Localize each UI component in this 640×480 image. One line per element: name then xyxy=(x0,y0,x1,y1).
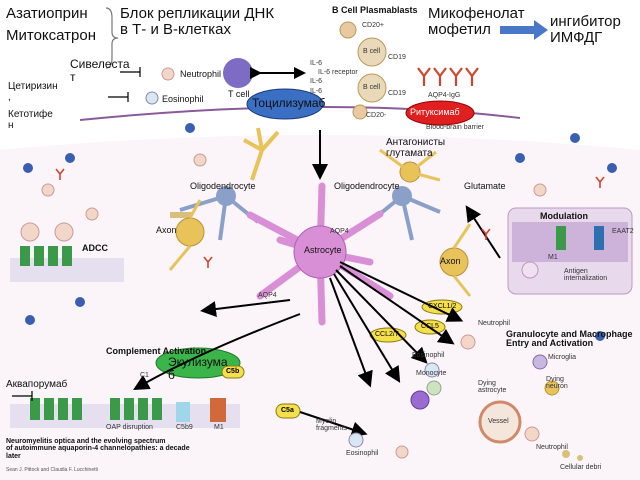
cd19-label: CD19 xyxy=(388,54,406,61)
ccl27-label: CCL2/7 xyxy=(375,331,399,338)
vessel-label: Vessel xyxy=(488,418,509,425)
myelin-fragments-label: Myelin fragments xyxy=(316,418,348,433)
astrocyte-label: Astrocyte xyxy=(304,245,342,255)
adcc-label: ADCC xyxy=(82,243,108,253)
c5b-badge xyxy=(221,365,245,379)
eosinophil-label: Eosinophil xyxy=(162,94,204,104)
eaat2-label: EAAT2 xyxy=(612,228,634,235)
plasmablast-icon xyxy=(352,104,368,120)
antibody-icon xyxy=(55,168,605,268)
eosinophil-icon xyxy=(145,91,159,105)
citation-title: Neuromyelitis optica and the evolving sp… xyxy=(6,438,190,460)
dna-block-label: Блок репликации ДНК в Т- и В-клетках xyxy=(120,5,275,38)
glutamate-antagonists-label: Антагонисты глутамата xyxy=(386,137,446,159)
cd20-minus-label: CD20- xyxy=(366,112,387,119)
neutrophil-icon xyxy=(161,67,175,81)
monocyte-label: Monocyte xyxy=(416,370,447,377)
neutrophil-label: Neutrophil xyxy=(536,444,568,451)
axon-label: Axon xyxy=(156,225,177,235)
complement-activation-label: Complement Activation xyxy=(106,346,207,356)
eosinophil-label: Eosinophil xyxy=(412,352,445,359)
cd19-label: CD19 xyxy=(388,90,406,97)
brace-icon xyxy=(105,7,119,69)
chemokine-arrows xyxy=(133,130,501,438)
modulation-label: Modulation xyxy=(540,211,588,221)
dendrite-tree-icon xyxy=(243,127,280,181)
eosinophil-label: Eosinophil xyxy=(346,450,379,457)
dying-astrocyte-label: Dying astrocyte xyxy=(478,380,507,395)
modulation-panel xyxy=(507,207,633,295)
neutrophil-label: Neutrophil xyxy=(478,320,510,327)
b-cell-icon xyxy=(357,73,387,103)
c1-label: C1 xyxy=(140,372,149,379)
b-cell-plasmablasts-label: B Cell Plasmablasts xyxy=(332,5,418,15)
plasmablast-icon xyxy=(339,21,357,39)
dying-neuron-label: Dying neuron xyxy=(546,376,568,391)
mycophenolate-label: Микофенолат мофетил xyxy=(428,5,525,38)
axon-label: Axon xyxy=(440,256,461,266)
b-cell-icon xyxy=(357,37,387,67)
bbb-label: Blood-brain barrier xyxy=(426,124,484,131)
t-cell-icon xyxy=(223,58,253,88)
cetirizine-label: Цетиризин , xyxy=(8,81,58,103)
c5a-label: C5a xyxy=(281,407,294,414)
azathioprine-label: Азатиоприн xyxy=(6,5,88,22)
astrocyte-icon xyxy=(246,182,394,326)
cd20-plus-label: CD20+ xyxy=(362,22,384,29)
tocilizumab-label: Тоцилизумаб xyxy=(252,96,326,110)
eculizumab-label: Экулизума б xyxy=(168,355,228,382)
neutrophil-label: Neutrophil xyxy=(180,69,222,79)
cellular-debris-label: Cellular debri xyxy=(560,464,602,471)
rituximab-badge xyxy=(405,100,475,126)
axon-icon xyxy=(439,223,472,297)
il6-label: IL-6 xyxy=(310,78,323,85)
scattered-cells xyxy=(23,123,617,341)
ketotifen-label: Кетотифе н xyxy=(8,109,53,131)
aqp4-label: AQP4 xyxy=(258,292,277,299)
neuron-icon xyxy=(379,148,441,183)
antigen-internalization-label: Antigen internalization xyxy=(564,268,608,283)
m1-label: M1 xyxy=(548,254,558,261)
tocilizumab-badge xyxy=(246,88,324,120)
il6-label: IL-6 xyxy=(310,88,323,95)
eculizumab-badge xyxy=(155,347,241,379)
adcc-panel xyxy=(10,222,124,282)
sivelestat-label: Сивелеста т xyxy=(70,57,130,84)
cxcl12-label: CXCL1/2 xyxy=(428,303,457,310)
axon-icon xyxy=(168,199,205,271)
c5b-label: C5b xyxy=(226,368,240,375)
mitoxantrone-label: Митоксатрон xyxy=(6,27,96,44)
glutamate-label: Glutamate xyxy=(464,181,506,191)
oligodendrocyte-label: Oligodendrocyte xyxy=(334,181,400,191)
inflammatory-cells xyxy=(348,334,583,461)
aqp4-label: AQP4 xyxy=(330,228,349,235)
antibody-icon xyxy=(417,67,479,86)
il6-receptor-label: IL-6 receptor xyxy=(318,69,358,76)
complement-panel xyxy=(10,398,240,428)
citation-authors: Sean J. Pittock and Claudia F. Lucchinet… xyxy=(6,467,98,473)
impdh-inhibitor-label: ингибитор ИМФДГ xyxy=(550,13,621,46)
aqp4-igg-label: AQP4-IgG xyxy=(428,92,461,99)
il6-label: IL-6 xyxy=(310,60,323,67)
b-cell-label: B cell xyxy=(363,84,381,91)
ccl5-label: CCL5 xyxy=(421,323,439,330)
c5b9-label: C5b9 xyxy=(176,424,193,431)
granulocyte-label: Granulocyte and Macrophage Entry and Act… xyxy=(506,329,633,349)
c5a-badge xyxy=(275,403,301,419)
t-cell-label: T cell xyxy=(228,89,250,99)
m1-label: M1 xyxy=(214,424,224,431)
aquaporumab-label: Аквапорумаб xyxy=(6,379,68,390)
oap-disruption-label: OAP disruption xyxy=(106,424,153,431)
b-cell-label: B cell xyxy=(363,48,381,55)
rituximab-label: Ритуксимаб xyxy=(410,107,460,117)
dna-arrow-icon xyxy=(500,20,548,40)
oligodendrocyte-label: Oligodendrocyte xyxy=(190,181,256,191)
microglia-label: Microglia xyxy=(548,354,577,361)
